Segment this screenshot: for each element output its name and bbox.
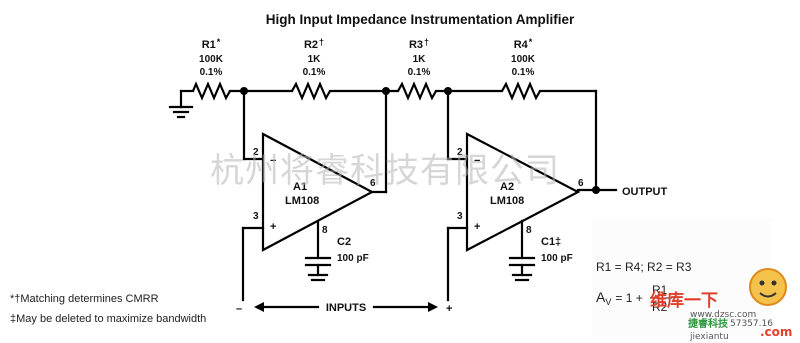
svg-text:6: 6 <box>370 178 376 189</box>
svg-text:1K: 1K <box>308 54 322 65</box>
note-bandwidth: ‡May be deleted to maximize bandwidth <box>10 313 206 325</box>
svg-text:−: − <box>474 155 480 167</box>
svg-text:3: 3 <box>253 211 259 222</box>
svg-text:6: 6 <box>578 178 584 189</box>
note-matching: *†Matching determines CMRR <box>10 293 159 305</box>
svg-text:jiexiantu: jiexiantu <box>689 332 729 342</box>
resistor-label-r4: R4* 100K 0.1% <box>511 37 536 78</box>
svg-text:8: 8 <box>526 225 532 236</box>
svg-text:.com: .com <box>760 325 792 339</box>
svg-text:100K: 100K <box>199 54 224 65</box>
svg-text:100 pF: 100 pF <box>337 253 369 264</box>
svg-text:+: + <box>270 221 276 233</box>
svg-text:100K: 100K <box>511 54 536 65</box>
svg-text:R3†: R3† <box>409 37 429 51</box>
svg-text:A2: A2 <box>500 181 514 193</box>
resistor-r2 <box>291 81 331 101</box>
svg-text:−: − <box>270 155 276 167</box>
input-plus-sign: + <box>446 303 452 315</box>
input-minus-sign: – <box>236 303 242 315</box>
svg-text:C1‡: C1‡ <box>541 236 561 248</box>
resistor-r3 <box>397 81 437 101</box>
svg-text:0.1%: 0.1% <box>200 67 223 78</box>
svg-text:+: + <box>474 221 480 233</box>
company-watermark: 杭州将睿科技有限公司 <box>210 151 560 191</box>
svg-text:维库一下: 维库一下 <box>650 290 718 311</box>
diagram-title: High Input Impedance Instrumentation Amp… <box>266 12 575 27</box>
resistor-label-r2: R2† 1K 0.1% <box>303 37 326 78</box>
site-logo: 维库一下 www.dzsc.com 捷睿科技 57357.16 jiexiant… <box>650 268 792 342</box>
gain-formula: R1 = R4; R2 = R3 AV= 1 + R1 R2 <box>592 218 772 336</box>
svg-text:LM108: LM108 <box>285 195 319 207</box>
svg-text:0.1%: 0.1% <box>303 67 326 78</box>
svg-text:C2: C2 <box>337 236 351 248</box>
resistor-label-r3: R3† 1K 0.1% <box>408 37 431 78</box>
resistor-r4 <box>501 81 541 101</box>
svg-text:R2: R2 <box>652 300 668 314</box>
svg-text:0.1%: 0.1% <box>408 67 431 78</box>
svg-text:www.dzsc.com: www.dzsc.com <box>690 310 756 320</box>
svg-text:R1: R1 <box>652 283 668 297</box>
svg-text:R1 = R4; R2 = R3: R1 = R4; R2 = R3 <box>596 260 692 274</box>
svg-text:1K: 1K <box>413 54 427 65</box>
svg-text:A1: A1 <box>293 181 307 193</box>
svg-text:2: 2 <box>457 147 463 158</box>
svg-text:3: 3 <box>457 211 463 222</box>
inputs-label: INPUTS <box>326 302 366 314</box>
svg-text:R4*: R4* <box>514 37 533 51</box>
resistor-label-r1: R1* 100K 0.1% <box>199 37 224 78</box>
svg-text:100 pF: 100 pF <box>541 253 573 264</box>
output-label: OUTPUT <box>622 186 668 198</box>
svg-text:R2†: R2† <box>304 37 324 51</box>
svg-text:8: 8 <box>322 225 328 236</box>
svg-text:2: 2 <box>253 147 259 158</box>
svg-text:57357.16: 57357.16 <box>730 319 773 329</box>
svg-text:LM108: LM108 <box>490 195 524 207</box>
svg-text:R1*: R1* <box>202 37 221 51</box>
svg-text:捷睿科技: 捷睿科技 <box>688 317 729 330</box>
svg-text:0.1%: 0.1% <box>512 67 535 78</box>
resistor-r1 <box>191 81 231 101</box>
svg-text:AV= 1 +: AV= 1 + <box>596 289 643 307</box>
ground-symbol-left <box>168 89 194 119</box>
